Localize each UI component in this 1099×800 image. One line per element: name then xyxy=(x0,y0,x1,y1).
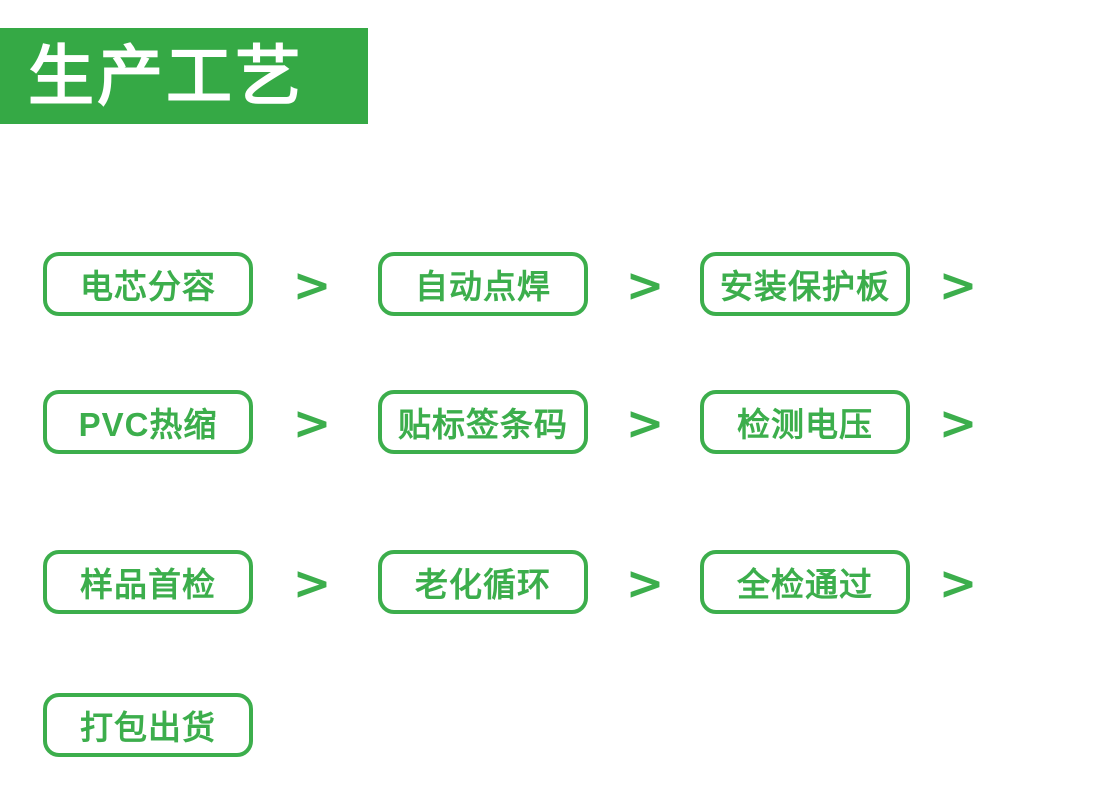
arrow-icon: > xyxy=(292,396,332,450)
step-label: 打包出货 xyxy=(80,709,216,746)
step-label: PVC热缩 xyxy=(78,406,218,443)
step-label: 全检通过 xyxy=(737,566,873,603)
step-cell-capacity-grading: 电芯分容 xyxy=(43,252,253,316)
arrow-icon: > xyxy=(625,258,665,312)
arrow-icon: > xyxy=(938,258,978,312)
step-auto-spot-welding: 自动点焊 xyxy=(378,252,588,316)
step-label: 检测电压 xyxy=(737,406,873,443)
step-pack-and-ship: 打包出货 xyxy=(43,693,253,757)
page-title: 生产工艺 xyxy=(28,39,304,113)
step-label: 贴标签条码 xyxy=(398,406,568,443)
arrow-icon: > xyxy=(292,556,332,610)
arrow-icon: > xyxy=(938,396,978,450)
arrow-icon: > xyxy=(625,556,665,610)
step-install-protection-board: 安装保护板 xyxy=(700,252,910,316)
step-label: 安装保护板 xyxy=(720,268,890,305)
arrow-icon: > xyxy=(292,258,332,312)
page-title-banner: 生产工艺 xyxy=(0,28,368,124)
step-sample-first-inspection: 样品首检 xyxy=(43,550,253,614)
arrow-icon: > xyxy=(938,556,978,610)
step-label: 自动点焊 xyxy=(415,268,551,305)
step-label-barcode: 贴标签条码 xyxy=(378,390,588,454)
step-full-inspection-pass: 全检通过 xyxy=(700,550,910,614)
step-aging-cycle: 老化循环 xyxy=(378,550,588,614)
arrow-icon: > xyxy=(625,396,665,450)
step-label: 电芯分容 xyxy=(80,268,216,305)
step-label: 样品首检 xyxy=(80,566,216,603)
step-label: 老化循环 xyxy=(415,566,551,603)
step-pvc-heat-shrink: PVC热缩 xyxy=(43,390,253,454)
step-voltage-test: 检测电压 xyxy=(700,390,910,454)
